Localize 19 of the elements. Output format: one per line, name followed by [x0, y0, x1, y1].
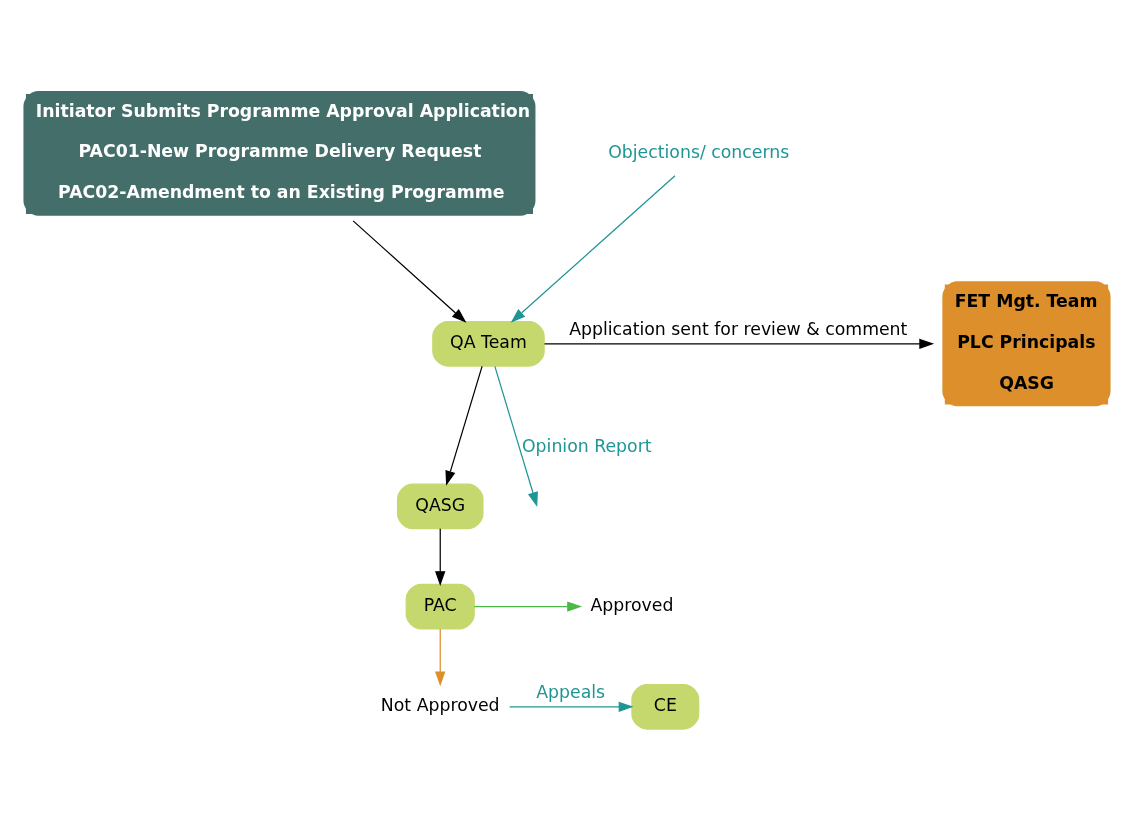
node-text: Approved	[590, 594, 674, 615]
node-box: QASG	[396, 483, 484, 529]
node-box: CE	[631, 683, 700, 730]
arrow	[509, 701, 634, 712]
node-box: PAC	[405, 583, 475, 629]
edge-label: Application sent for review & comment	[569, 318, 908, 339]
node-box: QA Team	[432, 320, 545, 367]
arrow	[352, 219, 467, 323]
arrow	[435, 627, 446, 686]
arrow	[494, 365, 538, 507]
arrow	[435, 527, 446, 586]
arrow	[445, 365, 483, 486]
node-text: Objections/ concerns	[608, 141, 790, 162]
arrow	[543, 338, 935, 349]
arrow	[510, 174, 676, 323]
node-text: Not Approved	[380, 694, 500, 715]
edge-label: Opinion Report	[522, 435, 652, 456]
edge-label: Appeals	[536, 681, 606, 702]
arrow	[473, 600, 583, 612]
